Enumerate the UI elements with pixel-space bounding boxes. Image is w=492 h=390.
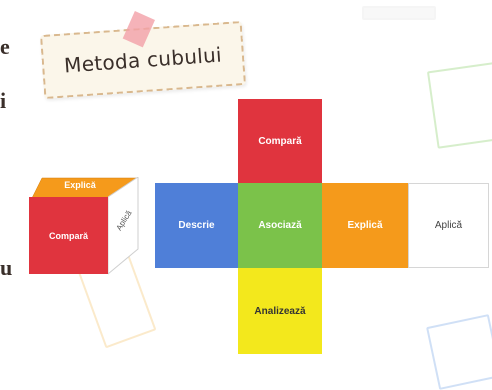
net-face-compara: Compară — [238, 99, 322, 183]
net-face-label: Descrie — [178, 220, 215, 231]
net-face-descrie: Descrie — [155, 183, 238, 268]
net-face-label: Analizează — [254, 305, 306, 317]
tape-decoration — [122, 11, 155, 48]
edge-letter: e — [0, 34, 10, 59]
edge-letter: u — [0, 255, 13, 280]
net-face-asociaza: Asociază — [238, 183, 322, 268]
decorative-square — [426, 314, 492, 390]
net-face-label: Compară — [258, 135, 302, 147]
net-face-label: Aplică — [434, 220, 463, 231]
net-face-explica: Explică — [322, 183, 408, 268]
title-card: Metoda cubului — [40, 11, 246, 99]
net-face-aplica: Aplică — [408, 183, 489, 268]
net-face-label: Explică — [347, 220, 383, 231]
page-title: Metoda cubului — [63, 42, 223, 78]
cube-front-label: Compară — [48, 230, 88, 241]
cube-top-label: Explică — [64, 180, 96, 190]
cube-side-face — [108, 177, 139, 275]
edge-letter: i — [0, 88, 7, 113]
net-face-label: Asociază — [258, 220, 302, 231]
decorative-square — [362, 6, 436, 20]
net-face-analizeaza: Analizează — [238, 268, 322, 354]
cube-front-face: Compară — [29, 197, 108, 274]
decorative-square — [426, 61, 492, 149]
